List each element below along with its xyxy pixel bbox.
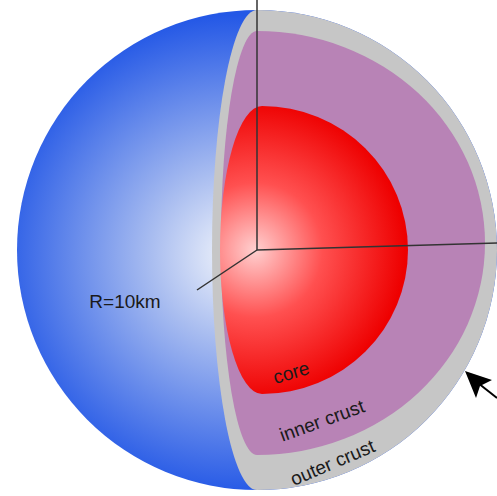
axis-line	[256, 0, 258, 250]
outer-crust-region	[212, 10, 497, 490]
radius-line	[197, 250, 257, 290]
core-region	[220, 106, 408, 394]
pointer-arrowhead	[465, 371, 492, 398]
radius-label: R=10km	[89, 292, 160, 313]
inner-crust-region	[221, 31, 485, 455]
axis-line	[257, 243, 497, 250]
